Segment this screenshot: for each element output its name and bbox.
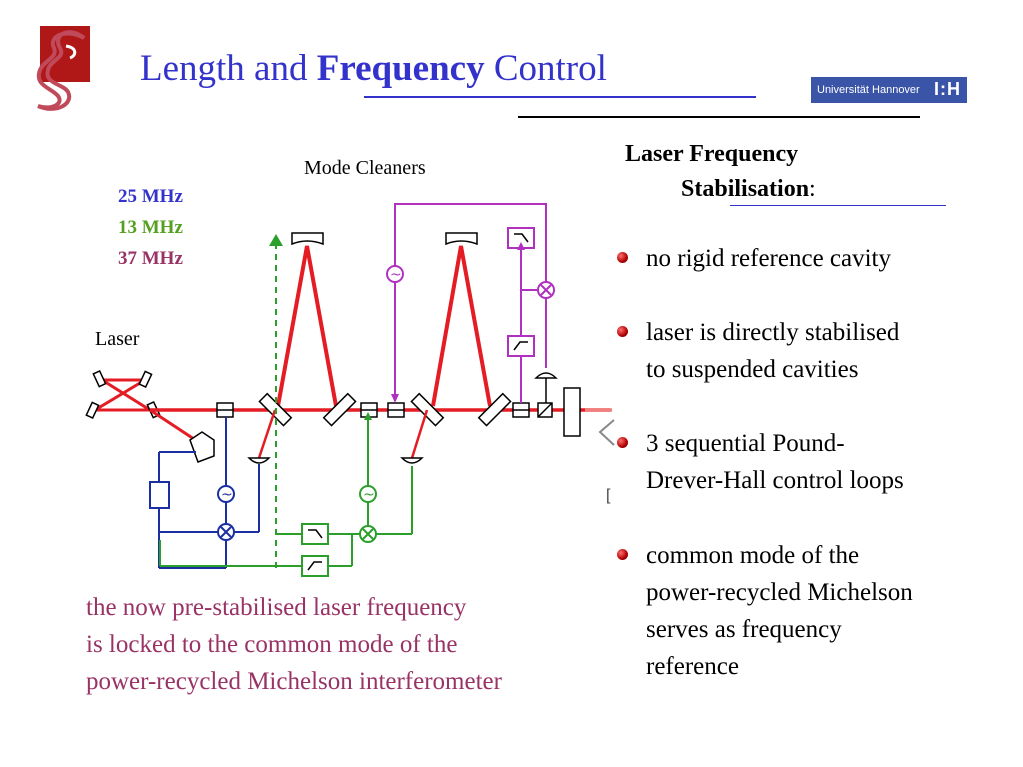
caption-line: is locked to the common mode of the (86, 631, 458, 658)
mode-cleaner-2-beam (431, 245, 492, 407)
bullet-line: common mode of the (646, 542, 860, 569)
green-filter-2 (301, 555, 329, 577)
green-control-loop (159, 417, 413, 567)
mode-cleaners-label: Mode Cleaners (304, 157, 426, 179)
caption-line: power-recycled Michelson interferometer (86, 668, 502, 695)
title-emphasis: Frequency (316, 48, 485, 89)
bullet-dot-icon (617, 549, 628, 560)
university-logo: Universität Hannover I:H (811, 77, 967, 103)
bullet-item: 3 sequential Pound- Drever-Hall control … (617, 425, 1012, 499)
bullet-item: common mode of the power-recycled Michel… (617, 537, 1012, 685)
university-mark: I:H (934, 79, 961, 99)
svg-text:~: ~ (363, 487, 375, 503)
mode-cleaner-1-mirror (291, 232, 324, 246)
bullet-dot-icon (617, 252, 628, 263)
university-name: Universität Hannover (817, 84, 920, 96)
purple-control-loop (394, 203, 547, 403)
bullet-line: no rigid reference cavity (646, 245, 892, 272)
blue-oscillator (217, 485, 235, 503)
mode-cleaner-2-mirror (445, 232, 478, 246)
bullet-line: 3 sequential Pound- (646, 430, 845, 457)
bullet-item: laser is directly stabilised to suspende… (617, 314, 1012, 388)
mode-cleaner-1-beam (276, 245, 338, 407)
bullet-line: Drever-Hall control loops (646, 467, 904, 494)
svg-text:~: ~ (390, 267, 402, 283)
heading-line1: Laser Frequency (625, 141, 799, 167)
bullet-line: reference (646, 653, 739, 680)
bullet-line: power-recycled Michelson (646, 579, 913, 606)
laser-actuator-box (149, 481, 170, 509)
title-part3: Control (484, 48, 607, 89)
heading-rule (730, 205, 946, 206)
bullet-line: laser is directly stabilised (646, 319, 900, 346)
frequency-label-blue: 25 MHz (118, 186, 183, 207)
michelson-arm-hint (598, 419, 615, 446)
recycling-mirror (563, 387, 581, 437)
title-underline (364, 96, 756, 98)
institute-logo (36, 26, 90, 111)
heading-line2: Stabilisation (681, 176, 810, 202)
laser-photodiode (189, 431, 215, 463)
green-filter-1 (301, 523, 329, 545)
purple-oscillator (386, 265, 404, 283)
bullet-dot-icon (617, 326, 628, 337)
header-rule (518, 116, 920, 118)
frequency-label-purple: 37 MHz (118, 248, 183, 269)
purple-filter-2 (507, 335, 535, 357)
svg-text:~: ~ (221, 487, 233, 503)
bullet-line: serves as frequency (646, 616, 842, 643)
bullet-item: no rigid reference cavity (617, 240, 1012, 277)
laser-ring (94, 378, 151, 412)
frequency-label-green: 13 MHz (118, 217, 183, 238)
heading-colon: : (809, 176, 816, 202)
green-oscillator (359, 485, 377, 503)
phase-modulators (216, 402, 553, 418)
section-heading: Laser Frequency Stabilisation: (625, 137, 816, 207)
bullet-line: to suspended cavities (646, 356, 859, 383)
photodiodes (247, 372, 558, 464)
svg-text:[: [ (606, 487, 611, 504)
caption-line: the now pre-stabilised laser frequency (86, 594, 467, 621)
title-part1: Length and (140, 48, 317, 89)
page-title: Length and Frequency Control (140, 50, 607, 87)
diagram-caption: the now pre-stabilised laser frequency i… (86, 589, 502, 700)
bullet-dot-icon (617, 437, 628, 448)
laser-label: Laser (95, 328, 140, 350)
